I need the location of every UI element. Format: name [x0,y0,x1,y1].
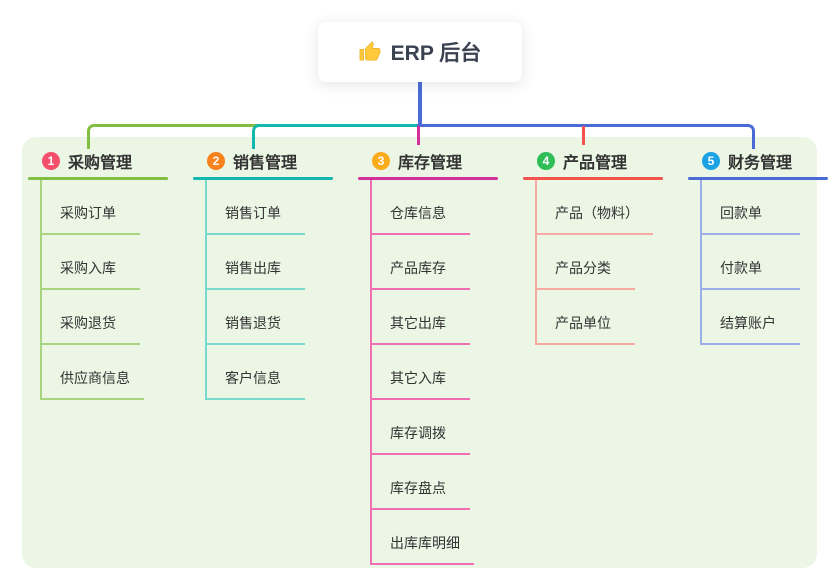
branch-connector [417,126,420,145]
child-node[interactable]: 产品（物料） [537,180,653,235]
branch-node[interactable]: 5 财务管理 [688,148,828,174]
child-label: 产品分类 [555,260,611,276]
child-node[interactable]: 其它入库 [372,345,470,400]
branch-children: 采购订单采购入库采购退货供应商信息 [40,180,168,400]
child-node[interactable]: 产品库存 [372,235,470,290]
branch-number-badge: 5 [702,152,720,170]
child-node[interactable]: 产品分类 [537,235,635,290]
child-label: 供应商信息 [60,370,130,386]
child-node[interactable]: 采购入库 [42,235,140,290]
child-node[interactable]: 其它出库 [372,290,470,345]
child-label: 库存调拨 [390,425,446,441]
branch-column: 5 财务管理回款单付款单结算账户 [688,148,828,345]
root-title: ERP 后台 [390,42,482,65]
child-label: 客户信息 [225,370,281,386]
branch-node[interactable]: 3 库存管理 [358,148,498,174]
child-node[interactable]: 回款单 [702,180,800,235]
branches-panel [22,137,817,568]
branch-label: 销售管理 [233,155,298,172]
child-node[interactable]: 库存调拨 [372,400,470,455]
child-node[interactable]: 采购退货 [42,290,140,345]
branch-children: 销售订单销售出库销售退货客户信息 [205,180,333,400]
branch-children: 产品（物料） 产品分类产品单位 [535,180,663,345]
branch-number-badge: 3 [372,152,390,170]
child-label: 结算账户 [720,315,776,331]
branch-node[interactable]: 4 产品管理 [523,148,663,174]
branch-label: 产品管理 [563,155,628,172]
child-node[interactable]: 仓库信息 [372,180,470,235]
child-node[interactable]: 付款单 [702,235,800,290]
child-label: 回款单 [720,205,762,221]
child-label: 产品库存 [390,260,446,276]
child-node[interactable]: 销售出库 [207,235,305,290]
child-label: 销售出库 [225,260,281,276]
child-label: 仓库信息 [390,205,446,221]
branch-connector [417,124,755,149]
child-node[interactable]: 客户信息 [207,345,305,400]
child-node[interactable]: 供应商信息 [42,345,144,400]
child-label: 采购入库 [60,260,116,276]
branch-node[interactable]: 1 采购管理 [28,148,168,174]
child-node[interactable]: 采购订单 [42,180,140,235]
child-label: 产品单位 [555,315,611,331]
child-node[interactable]: 结算账户 [702,290,800,345]
child-node[interactable]: 产品单位 [537,290,635,345]
branch-children: 回款单付款单结算账户 [700,180,828,345]
child-label: 采购退货 [60,315,116,331]
child-label: 产品（物料） [555,205,639,221]
branch-number-badge: 1 [42,152,60,170]
branch-underline [523,177,663,180]
branch-column: 4 产品管理产品（物料） 产品分类产品单位 [523,148,663,345]
branch-connector [87,124,269,149]
child-label: 销售退货 [225,315,281,331]
branch-connector [418,82,422,127]
thumbs-up-icon [359,41,381,61]
branch-underline [688,177,828,180]
child-label: 采购订单 [60,205,116,221]
root-node[interactable]: ERP 后台 [318,22,522,82]
branch-children: 仓库信息产品库存其它出库其它入库库存调拨库存盘点出库库明细 [370,180,498,565]
child-label: 库存盘点 [390,480,446,496]
branch-underline [358,177,498,180]
child-label: 其它入库 [390,370,446,386]
child-label: 销售订单 [225,205,281,221]
child-node[interactable]: 销售退货 [207,290,305,345]
child-node[interactable]: 出库库明细 [372,510,474,565]
branch-underline [193,177,333,180]
child-label: 付款单 [720,260,762,276]
branch-node[interactable]: 2 销售管理 [193,148,333,174]
branch-label: 库存管理 [398,155,463,172]
branch-connector [252,124,421,149]
child-label: 出库库明细 [390,535,460,551]
branch-number-badge: 4 [537,152,555,170]
child-node[interactable]: 销售订单 [207,180,305,235]
child-node[interactable]: 库存盘点 [372,455,470,510]
branch-column: 1 采购管理采购订单采购入库采购退货供应商信息 [28,148,168,400]
branch-underline [28,177,168,180]
branch-column: 3 库存管理仓库信息产品库存其它出库其它入库库存调拨库存盘点出库库明细 [358,148,498,565]
branch-connector [582,126,585,145]
branch-label: 财务管理 [728,155,793,172]
child-label: 其它出库 [390,315,446,331]
branch-label: 采购管理 [68,155,133,172]
branch-number-badge: 2 [207,152,225,170]
branch-column: 2 销售管理销售订单销售出库销售退货客户信息 [193,148,333,400]
